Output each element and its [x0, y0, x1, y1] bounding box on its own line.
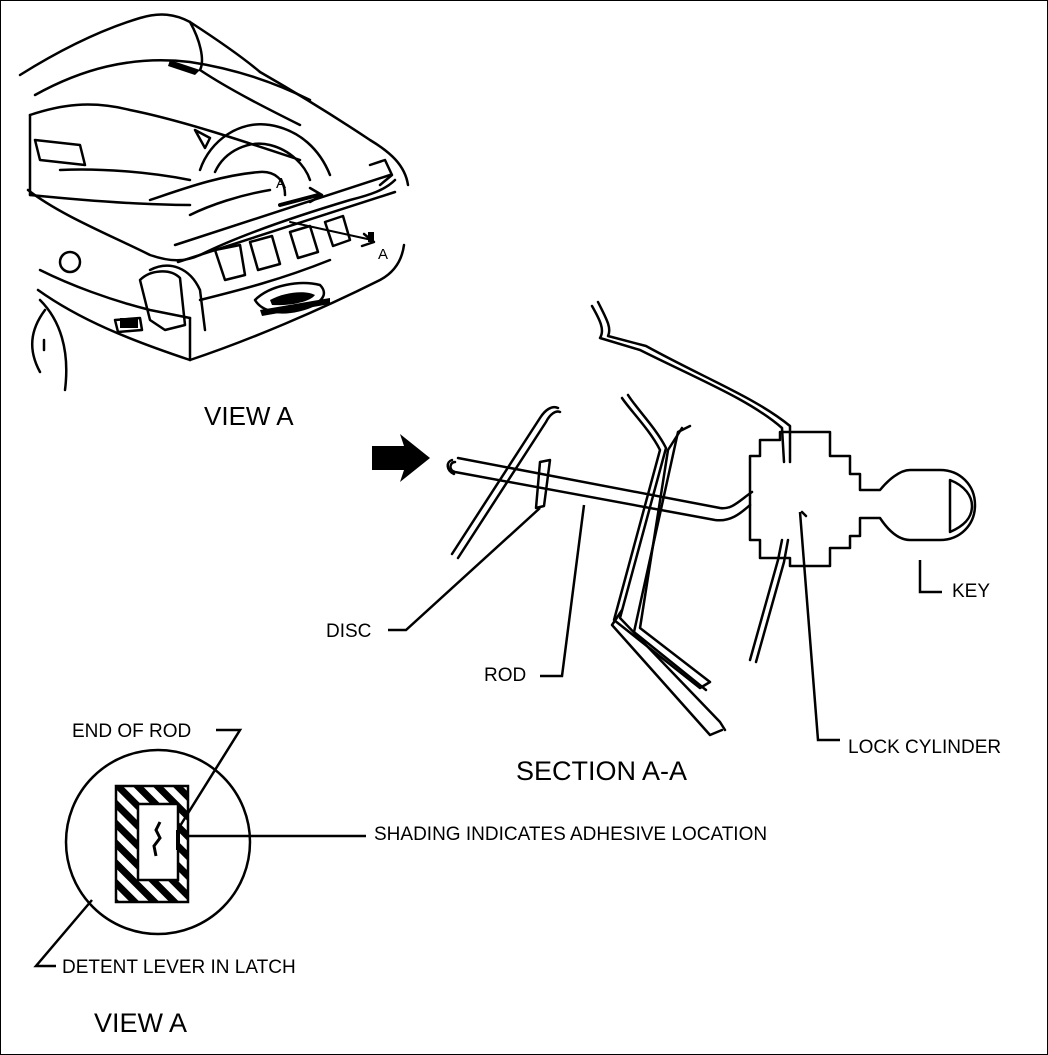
section-a-a-drawing: [446, 300, 977, 737]
vehicle-rear-illustration: [18, 13, 410, 392]
detent-lever-detail: [33, 728, 366, 968]
leader-lines: [388, 504, 942, 742]
shading-note: SHADING INDICATES ADHESIVE LOCATION: [374, 824, 768, 845]
lock-rod: [449, 460, 752, 522]
detent-lever-label: DETENT LEVER IN LATCH: [62, 957, 296, 978]
disc-label: DISC: [326, 621, 372, 642]
section-title: SECTION A-A: [516, 756, 688, 786]
key-bow: [948, 478, 974, 534]
section-marker-lower: A: [378, 246, 389, 263]
vehicle-shadow-parts: [120, 60, 374, 328]
key-label: KEY: [952, 581, 991, 602]
view-a-top-label: VIEW A: [204, 401, 294, 431]
arrow-right-icon: [372, 434, 430, 482]
end-of-rod-label: END OF ROD: [72, 721, 192, 742]
disc: [534, 458, 552, 510]
view-a-bottom-label: VIEW A: [94, 1008, 188, 1038]
rod-label: ROD: [484, 665, 527, 686]
section-marker-upper: A: [276, 175, 287, 192]
lock-cylinder-label: LOCK CYLINDER: [848, 737, 1002, 758]
lock-cylinder: [748, 430, 977, 568]
